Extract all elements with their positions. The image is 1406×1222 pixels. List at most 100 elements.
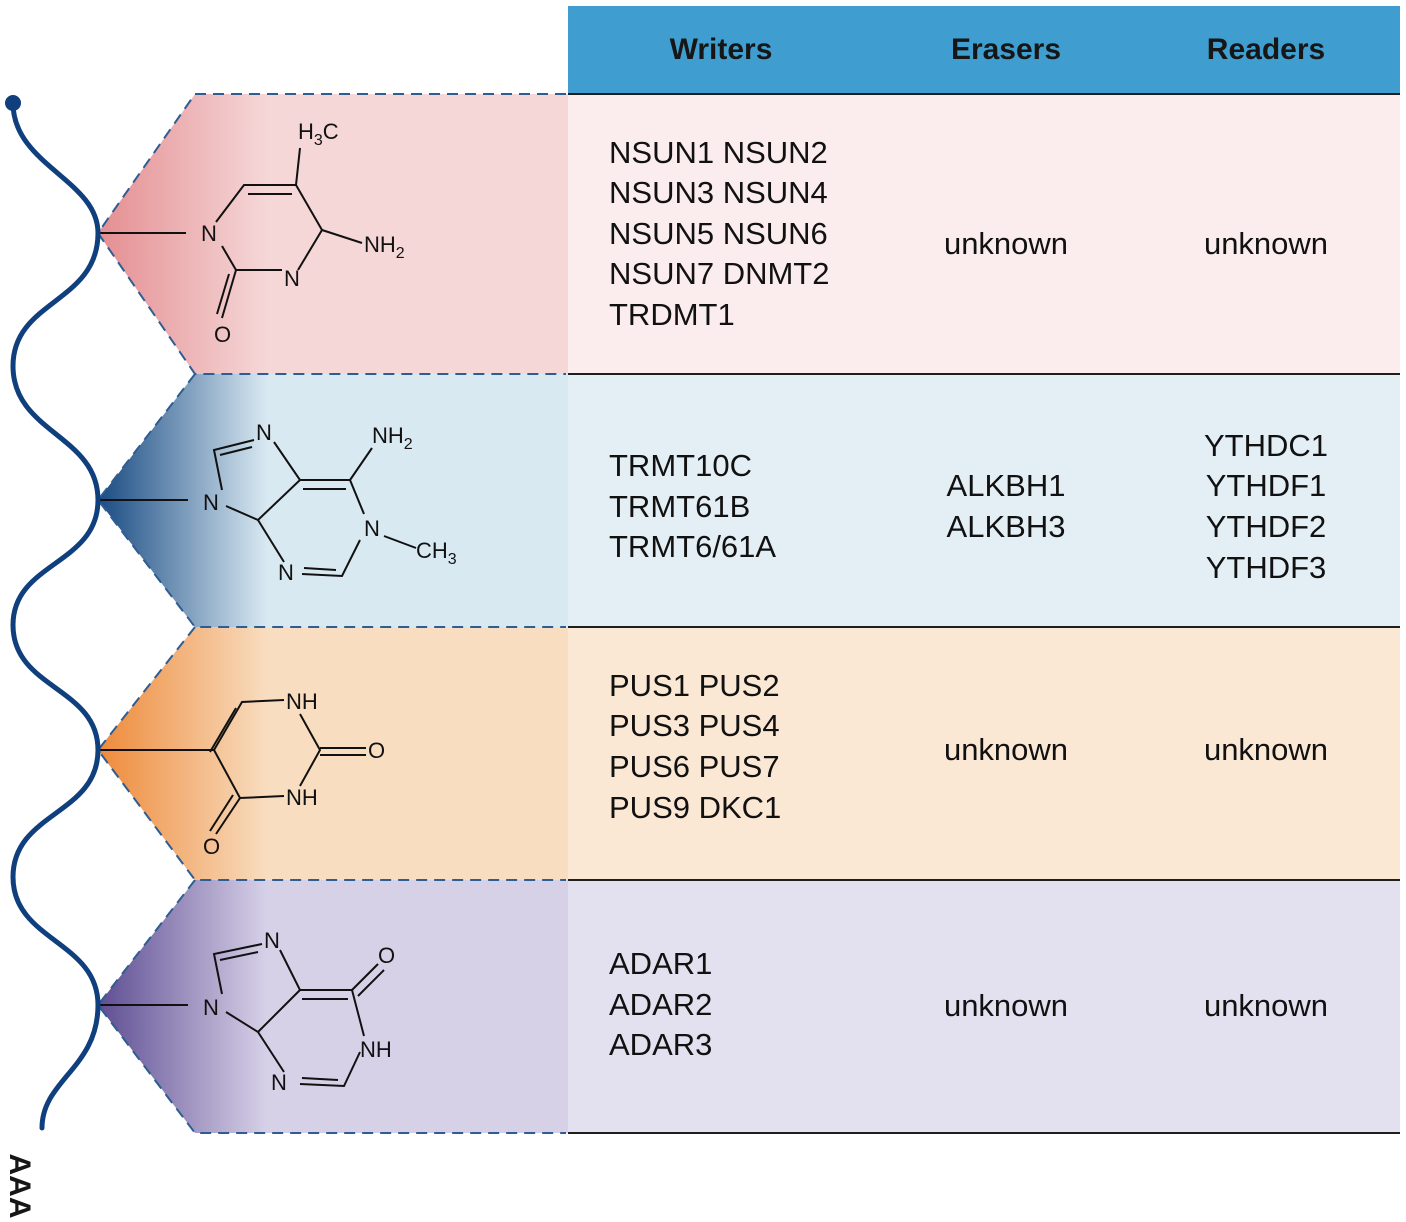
column-header-erasers: Erasers (950, 33, 1062, 66)
readers-cell-m5c: unknown (1138, 94, 1394, 394)
writer-line: ADAR2 (609, 986, 713, 1022)
readers-cell-pseudouridine: unknown (1138, 627, 1394, 873)
atom-label-n9: N (203, 490, 219, 515)
atom-label-n1: N (364, 516, 380, 541)
carbonyl-bond (221, 269, 237, 319)
readers-cell-m1a: YTHDC1 YTHDF1 YTHDF2 YTHDF3 (1138, 374, 1394, 640)
writer-line: TRMT6/61A (609, 529, 777, 565)
amino-bond (321, 229, 363, 244)
reader-line: YTHDF1 (1205, 468, 1327, 504)
atom-label-nh1: NH (286, 689, 318, 714)
ring-bond (225, 949, 302, 1034)
row-background-inosine (568, 880, 1400, 1133)
reader-line: unknown (1203, 731, 1329, 767)
column-header-readers: Readers (1206, 33, 1326, 66)
writer-line: NSUN1 NSUN2 (609, 134, 828, 170)
table-header-band (568, 6, 1400, 94)
base-attachment-bonds (98, 232, 215, 1006)
atom-label-nh3: NH (286, 785, 318, 810)
structure-labels-pseudouridine: NH O NH O (203, 689, 385, 859)
atom-label-oxo4: O (203, 834, 220, 859)
methyl-bond (295, 147, 301, 186)
amino-bond (349, 447, 373, 481)
atom-label-oxo: O (214, 322, 231, 347)
ring-bond (299, 713, 322, 787)
ring-bond (257, 519, 285, 563)
reader-line: YTHDC1 (1203, 427, 1328, 463)
ring-double-bond (219, 951, 259, 961)
atom-label-n3: N (278, 560, 294, 585)
eraser-line: ALKBH3 (946, 509, 1066, 544)
ring-double-bond (209, 707, 237, 753)
structure-pseudouridine (209, 699, 366, 835)
erasers-cell-pseudouridine: unknown (880, 627, 1132, 873)
readers-cell-inosine: unknown (1138, 880, 1394, 1133)
structure-labels-m1a: N NH2 N N CH3 N (203, 420, 457, 585)
writer-line: NSUN3 NSUN4 (609, 175, 828, 211)
atom-label-methyl: CH3 (416, 538, 457, 568)
ring-double-bond (219, 446, 253, 456)
eraser-line: unknown (943, 731, 1069, 767)
writer-line: TRMT61B (609, 488, 751, 524)
atom-label-amino: NH2 (372, 423, 413, 453)
atom-label-n1: N (201, 221, 217, 246)
polya-tail-label: AAA (3, 1153, 36, 1219)
dashed-outline-m1a (96, 373, 566, 628)
writer-line: PUS9 DKC1 (609, 789, 782, 825)
carbonyl-double-bond (216, 273, 230, 315)
writer-line: ADAR1 (609, 946, 713, 982)
row-separators (568, 93, 1400, 1134)
ring-bond (225, 441, 302, 522)
ring-bond (212, 699, 285, 800)
writers-cell-m1a: TRMT10C TRMT61B TRMT6/61A (609, 374, 909, 640)
atom-label-oxo2: O (368, 738, 385, 763)
reader-line: YTHDF3 (1205, 549, 1327, 585)
writer-line: TRMT10C (609, 448, 752, 484)
atom-label-n7: N (264, 928, 280, 953)
reader-line: YTHDF2 (1205, 509, 1327, 544)
atom-label-n3: N (271, 1070, 287, 1095)
writer-line: TRDMT1 (609, 296, 735, 332)
reader-line: unknown (1203, 225, 1329, 261)
ring-bond (212, 439, 255, 491)
eraser-line: unknown (943, 225, 1069, 261)
writers-cell-pseudouridine: PUS1 PUS2 PUS3 PUS4 PUS6 PUS7 PUS9 DKC1 (609, 627, 909, 867)
carbonyl-double-bond (209, 794, 234, 832)
dashed-outline-pseudouridine (96, 626, 566, 881)
carbonyl-double-bond (357, 969, 385, 997)
row-background-m1a (568, 374, 1400, 627)
atom-label-n9: N (203, 995, 219, 1020)
callout-arrow-inosine (98, 880, 568, 1133)
column-header-writers: Writers (669, 33, 773, 66)
erasers-cell-inosine: unknown (880, 880, 1132, 1133)
atom-label-nh: NH (360, 1037, 392, 1062)
structure-inosine (212, 943, 385, 1088)
erasers-cell-m1a: ALKBH1 ALKBH3 (880, 374, 1132, 640)
atom-label-n3: N (284, 266, 300, 291)
row-background-pseudouridine (568, 627, 1400, 880)
row-background-m5c (568, 94, 1400, 374)
writer-line: ADAR3 (609, 1027, 713, 1063)
callout-arrow-pseudouridine (98, 627, 568, 880)
writer-line: NSUN5 NSUN6 (609, 215, 828, 251)
eraser-line: unknown (943, 988, 1069, 1024)
dashed-outline-inosine (96, 879, 566, 1134)
structure-m5c (215, 147, 363, 319)
ring-bond (257, 1031, 285, 1073)
reader-line: unknown (1203, 988, 1329, 1024)
ring-bond (301, 539, 361, 578)
ring-bond (299, 1051, 361, 1088)
ring-bond (212, 943, 263, 995)
carbonyl-bond (215, 797, 241, 835)
writer-line: PUS1 PUS2 (609, 667, 780, 703)
structure-labels-inosine: N O N NH N (203, 928, 395, 1095)
writer-line: PUS6 PUS7 (609, 749, 780, 784)
structure-labels-m5c: H3C N NH2 N O (201, 119, 405, 347)
atom-label-amino: NH2 (364, 232, 405, 262)
writer-line: PUS3 PUS4 (609, 708, 780, 744)
writer-line: NSUN7 DNMT2 (609, 256, 830, 292)
atom-label-oxo: O (378, 943, 395, 968)
methyl-bond (383, 535, 417, 549)
